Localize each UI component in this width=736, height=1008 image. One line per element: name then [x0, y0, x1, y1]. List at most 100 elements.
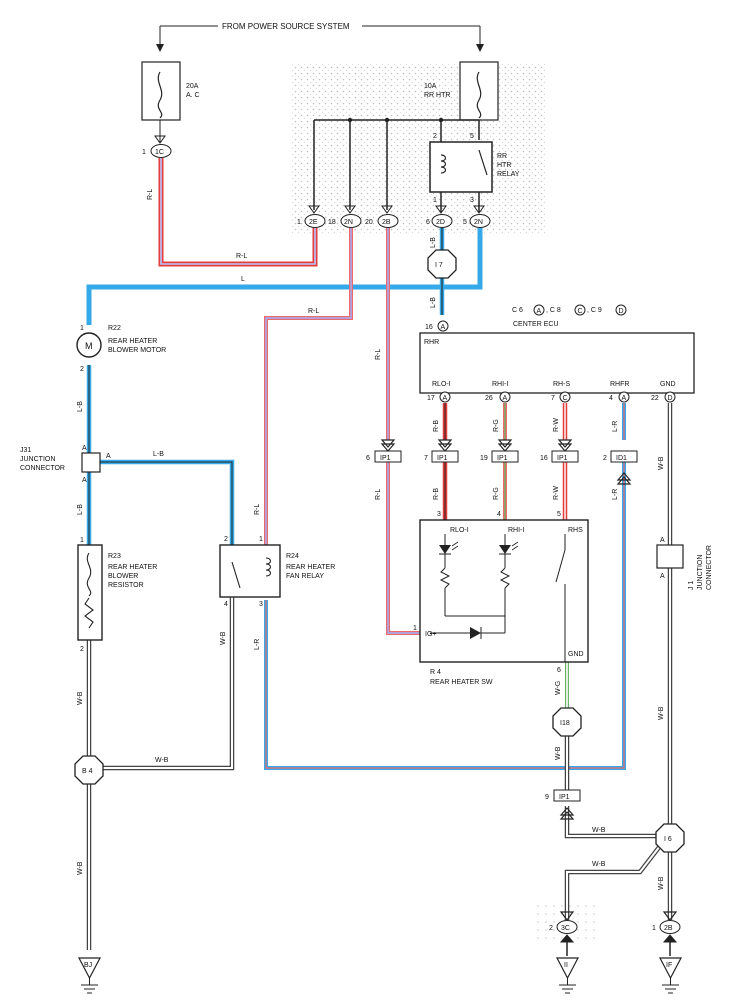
j1-line1: JUNCTION	[697, 555, 704, 590]
ecu-pin-letter-2: A	[503, 395, 508, 402]
relay-rrhtr-label-1: RR	[497, 153, 507, 160]
wire-label-lb-ecu: L-B	[430, 297, 437, 308]
ground-ii-label: II	[564, 962, 568, 969]
ecu-header-circle-d	[615, 304, 627, 316]
bottom-id-1: 3C	[561, 925, 570, 932]
resistor-box	[77, 544, 103, 641]
ecu-header-c: C	[578, 308, 583, 315]
wire-label-rl-3: R-L	[308, 308, 319, 315]
chevron-down-icon	[437, 443, 453, 452]
ip-id-1: IP1	[380, 455, 391, 462]
ground-if-label: IF	[666, 962, 672, 969]
relay-rrhtr-pin-1: 1	[433, 197, 437, 204]
ip-pin-1: 6	[366, 455, 370, 462]
fuse-rrhtr-name: RR HTR	[424, 92, 450, 99]
motor-pin-bottom: 2	[80, 366, 84, 373]
ecu-header-d: D	[619, 308, 624, 315]
ground-icon	[659, 957, 682, 980]
wire-label-rg-2: R-G	[493, 487, 500, 500]
wire-label-lb-top: L-B	[430, 237, 437, 248]
ip-id-3: IP1	[497, 455, 508, 462]
relay-rrhtr-pin-2: 2	[433, 133, 437, 140]
wire-label-lb-res: L-B	[77, 504, 84, 515]
connector-1c	[150, 144, 172, 158]
fuse-rrhtr-rating: 10A	[424, 83, 437, 90]
chevron-down-icon	[662, 911, 678, 921]
ecu-header-c9: , C 9	[587, 307, 602, 314]
arrow-icon	[476, 44, 484, 52]
sw-ig: IG+	[425, 631, 436, 638]
fan-relay-pin-3: 3	[259, 601, 263, 608]
bottom-pin-2: 1	[652, 925, 656, 932]
chevron-down-icon	[497, 443, 513, 452]
fan-relay-switch	[231, 561, 241, 589]
junction-i7	[427, 249, 457, 279]
jb-id-1: 2E	[309, 219, 318, 226]
wire-label-lb-motor: L-B	[77, 401, 84, 412]
ip1-lower	[553, 789, 581, 802]
sw-term-3: RHS	[568, 527, 583, 534]
j1-line2: CONNECTOR	[706, 545, 713, 590]
ip-id-4: IP1	[557, 455, 568, 462]
wire-label-lr-2: L-R	[612, 489, 619, 500]
arrow-icon	[156, 44, 164, 52]
connector-2n-b	[469, 214, 491, 228]
wire-rl-fan-relay	[264, 228, 353, 548]
ground-ii: II	[556, 957, 579, 994]
sw-name: REAR HEATER SW	[430, 679, 493, 686]
wire-label-lr-3: L-R	[254, 639, 261, 650]
fan-relay-id: R24	[286, 553, 299, 560]
wire-label-l: L	[241, 276, 245, 283]
wire-label-rl-2: R-L	[236, 253, 247, 260]
diagram-title: FROM POWER SOURCE SYSTEM	[222, 22, 350, 31]
fuse-ac-rating: 20A	[186, 83, 199, 90]
j31-pin-a1: A	[82, 445, 87, 452]
ip-pin-3: 19	[480, 455, 488, 462]
jb-id-2: 2N	[344, 219, 353, 226]
fuse-ac-name: A. C	[186, 92, 200, 99]
bottom-id-2: 2B	[664, 925, 673, 932]
sw-pin-ig: 1	[413, 625, 417, 632]
wire-label-wb-gnd: W-B	[658, 456, 665, 470]
chevron-down-icon	[344, 205, 356, 214]
ecu-name: CENTER ECU	[513, 321, 559, 328]
ecu-pin-letter-1: A	[443, 395, 448, 402]
fan-relay-box	[219, 544, 281, 598]
connector-3c	[556, 920, 578, 934]
relay-rrhtr-label-3: RELAY	[497, 171, 520, 178]
motor-line2: BLOWER MOTOR	[108, 347, 166, 354]
sw-term-1: RLO-I	[450, 527, 469, 534]
wire-label-rw-1: R-W	[553, 418, 560, 432]
jb-connector-row: 1 2E 18 2N 20 2B 6 2D 5 2N	[297, 205, 491, 228]
ip-pin-6: 9	[545, 794, 549, 801]
ecu-header-circle-a	[533, 304, 545, 316]
relay-rrhtr-pin-3: 3	[470, 197, 474, 204]
sw-internal-circuit	[430, 534, 566, 662]
wire-label-rl-5: R-L	[375, 489, 382, 500]
motor-id: R22	[108, 325, 121, 332]
motor-icon	[76, 332, 102, 358]
wire-lb-motor	[86, 365, 235, 545]
bottom-pin-1: 2	[549, 925, 553, 932]
resistor-pin-bottom: 2	[80, 646, 84, 653]
sw-pin-rlo: 3	[437, 511, 441, 518]
fan-relay-line2: FAN RELAY	[286, 573, 324, 580]
resistor-icon	[84, 597, 94, 629]
junction-b4	[74, 755, 104, 785]
ecu-pin-letter-4: A	[622, 395, 627, 402]
fan-relay-pin-1: 1	[259, 536, 263, 543]
ecu-pin-circle-3	[559, 391, 571, 403]
fuse-icon	[476, 71, 482, 119]
ip1-c	[491, 450, 519, 463]
resistor-line1: REAR HEATER	[108, 564, 157, 571]
jb-pin-2: 18	[328, 219, 336, 226]
ecu-pin-circle-5	[664, 391, 676, 403]
j1-connector	[656, 544, 684, 569]
id1	[610, 450, 638, 463]
ground-bj-label: BJ	[84, 962, 92, 969]
fan-relay-pin-4: 4	[224, 601, 228, 608]
chevron-up-icon	[559, 807, 575, 816]
ecu-pin-3: 7	[551, 395, 555, 402]
ecu-pin-letter-5: D	[668, 395, 673, 402]
chevron-down-icon	[381, 205, 393, 214]
